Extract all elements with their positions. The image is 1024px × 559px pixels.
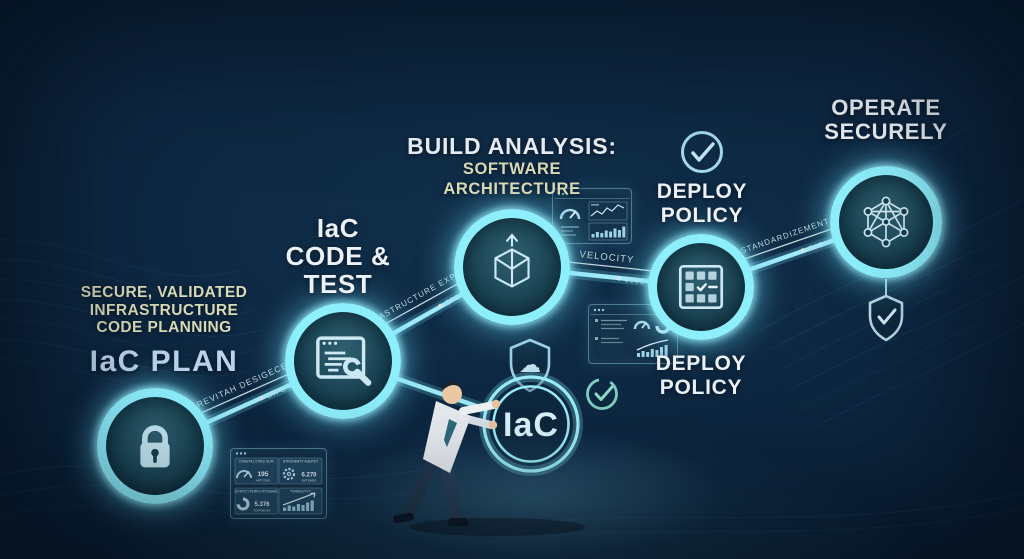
gauge-icon — [236, 470, 252, 479]
stats-cards: CRASTILLYTIES GUIY 195 ARTTONS STRONERTY… — [234, 452, 323, 515]
node-iac-plan — [97, 388, 213, 504]
iac-ring: IaC — [479, 372, 583, 476]
deploy-metrics-charts — [591, 308, 675, 357]
person-illustration — [393, 381, 585, 536]
stat-card: GYROCYTERES RYSSAIDL 5.376 TOPRMOST — [235, 490, 279, 513]
svg-text:☁: ☁ — [519, 353, 541, 378]
check-icon — [696, 283, 707, 292]
stage-label-deploy-policy-bottom: DEPLOY POLICY — [655, 352, 747, 399]
bar-chart-icon — [591, 226, 626, 238]
svg-text:TURNALITYY: TURNALITYY — [290, 490, 312, 494]
eyebrow-line: CODE PLANNING — [96, 319, 232, 336]
node-operate-securely — [830, 166, 942, 278]
svg-text:TOPRMOST: TOPRMOST — [253, 509, 271, 513]
eyebrow-line: SECURE, VALIDATED — [80, 284, 248, 301]
svg-text:CRASTILLYTIES GUIY: CRASTILLYTIES GUIY — [239, 460, 275, 464]
stat-value: 195 — [258, 471, 269, 478]
check-circle-icon — [586, 378, 618, 410]
code-window-wrench-icon — [316, 336, 372, 386]
network-graph-icon — [863, 196, 909, 248]
stat-card: STRONERTY AGEPST 6.270 EXTENDS — [283, 460, 318, 483]
cube-wireframe-icon — [494, 233, 530, 288]
node-iac-code-test — [285, 303, 401, 419]
gear-icon — [282, 467, 296, 481]
svg-text:GYROCYTERES RYSSAIDL: GYROCYTERES RYSSAIDL — [235, 490, 279, 494]
stage-label-operate-securely: OPERATE SECURELY — [824, 95, 948, 144]
line-chart-icon — [590, 204, 625, 217]
policy-grid-icon — [678, 264, 724, 310]
svg-text:STRONERTY AGEPST: STRONERTY AGEPST — [283, 460, 318, 464]
stage-label-iac-plan: IaC PLAN — [89, 345, 239, 378]
shield-check-icon — [868, 294, 904, 342]
connector-code-build — [391, 292, 464, 336]
iac-ring-label: IaC — [503, 406, 559, 444]
svg-text:ARTTONS: ARTTONS — [256, 479, 271, 483]
trend-arrow-icon — [282, 492, 316, 506]
check-circle-icon — [681, 131, 723, 173]
build-metrics-charts — [555, 192, 629, 241]
node-deploy-policy — [648, 234, 754, 340]
stat-value: 5.376 — [254, 502, 270, 508]
stat-value: 6.270 — [301, 473, 317, 479]
connector-deploy-operate — [748, 238, 835, 272]
stage-label-deploy-policy-top: DEPLOY POLICY — [656, 180, 748, 227]
eyebrow-line: INFRASTRUCTURE — [89, 301, 239, 319]
floor-glow — [320, 425, 750, 555]
stats-panel: CRASTILLYTIES GUIY 195 ARTTONS STRONERTY… — [230, 448, 327, 519]
svg-text:EXTENDS: EXTENDS — [302, 479, 317, 483]
connector-code-iacring — [395, 376, 488, 412]
trend-line-icon — [636, 339, 669, 351]
bar-chart-icon — [637, 345, 668, 357]
bar-chart-icon — [283, 500, 314, 511]
donut-chart-icon — [236, 497, 250, 511]
lock-icon — [140, 425, 170, 468]
plan-eyebrow-text: SECURE, VALIDATED INFRASTRUCTURE CODE PL… — [58, 284, 270, 337]
arrow-up-icon — [506, 233, 518, 247]
gauge-icon — [559, 208, 581, 220]
gauge-icon — [633, 320, 651, 330]
connector-lines — [205, 238, 835, 425]
stage-label-build-analysis: BUILD ANALYSIS: SOFTWARE ARCHITECTURE — [407, 133, 617, 199]
metrics-panel-build — [552, 188, 632, 244]
stat-card: TURNALITYY — [282, 490, 316, 511]
connector-plan-code — [205, 382, 293, 425]
connector-build-deploy — [567, 270, 651, 284]
node-build-analysis — [454, 209, 570, 325]
stage-label-iac-code-test: IaC CODE & TEST — [285, 213, 391, 299]
stat-card: CRASTILLYTIES GUIY 195 ARTTONS — [236, 460, 275, 483]
